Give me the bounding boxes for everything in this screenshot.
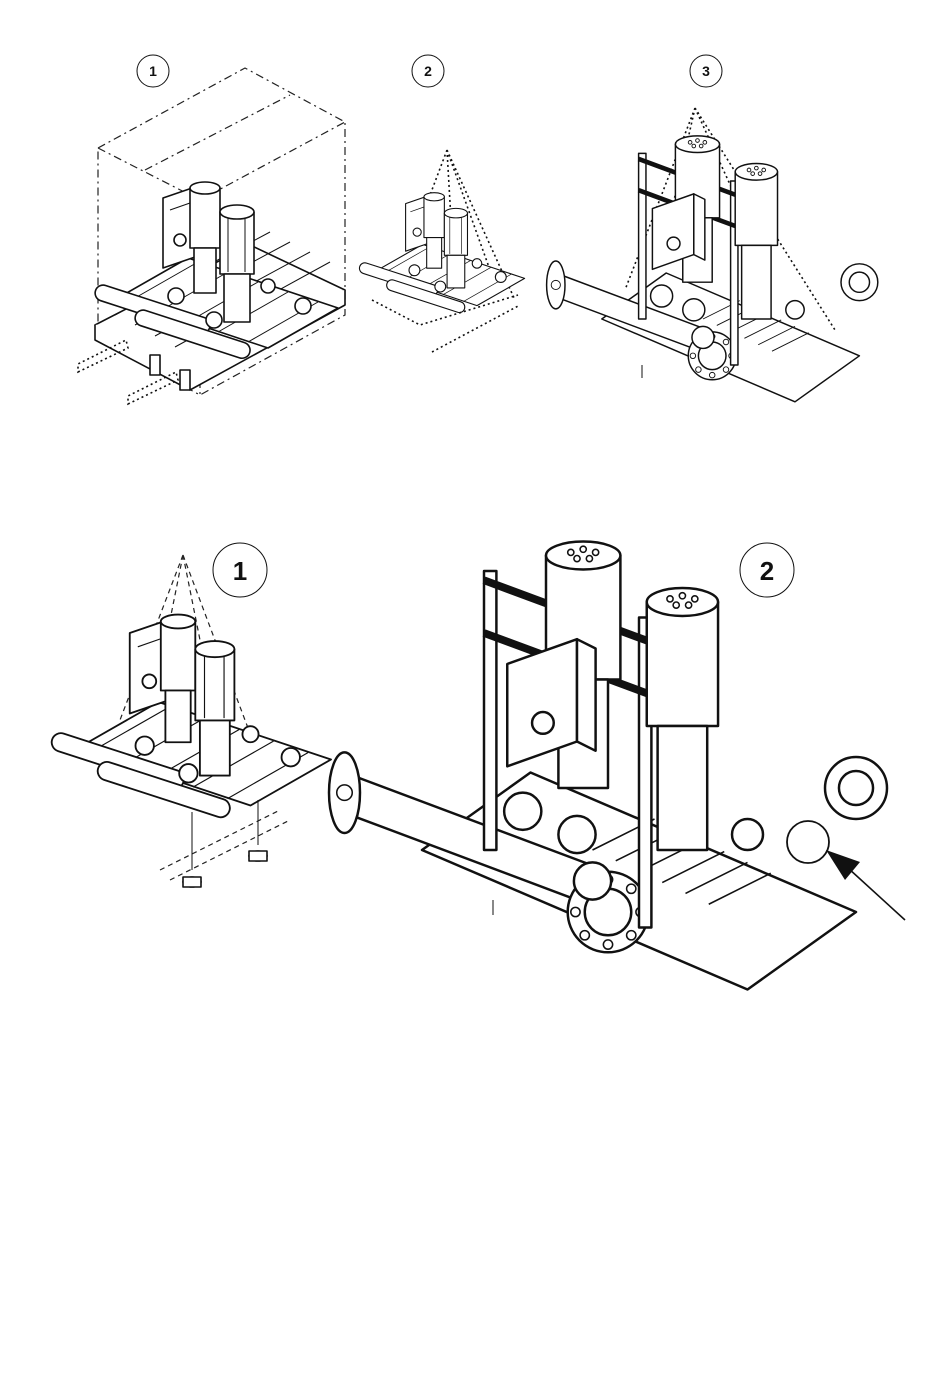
svg-text:1: 1 — [233, 556, 247, 586]
bottom-step2-badge: 2 — [740, 543, 794, 597]
top-step3-illustration — [547, 108, 878, 402]
bottom-step1-illustration — [49, 555, 331, 887]
anchor-point-highlight — [787, 821, 829, 863]
top-step1-illustration — [78, 68, 345, 404]
top-step2-badge: 2 — [412, 55, 444, 87]
top-step3-badge: 3 — [690, 55, 722, 87]
top-step1-badge: 1 — [137, 55, 169, 87]
svg-text:1: 1 — [149, 63, 157, 79]
svg-text:3: 3 — [702, 63, 710, 79]
bottom-step1-badge: 1 — [213, 543, 267, 597]
svg-text:2: 2 — [424, 63, 432, 79]
bottom-step2-illustration — [329, 542, 905, 990]
svg-text:2: 2 — [760, 556, 774, 586]
top-step2-illustration — [358, 150, 525, 352]
